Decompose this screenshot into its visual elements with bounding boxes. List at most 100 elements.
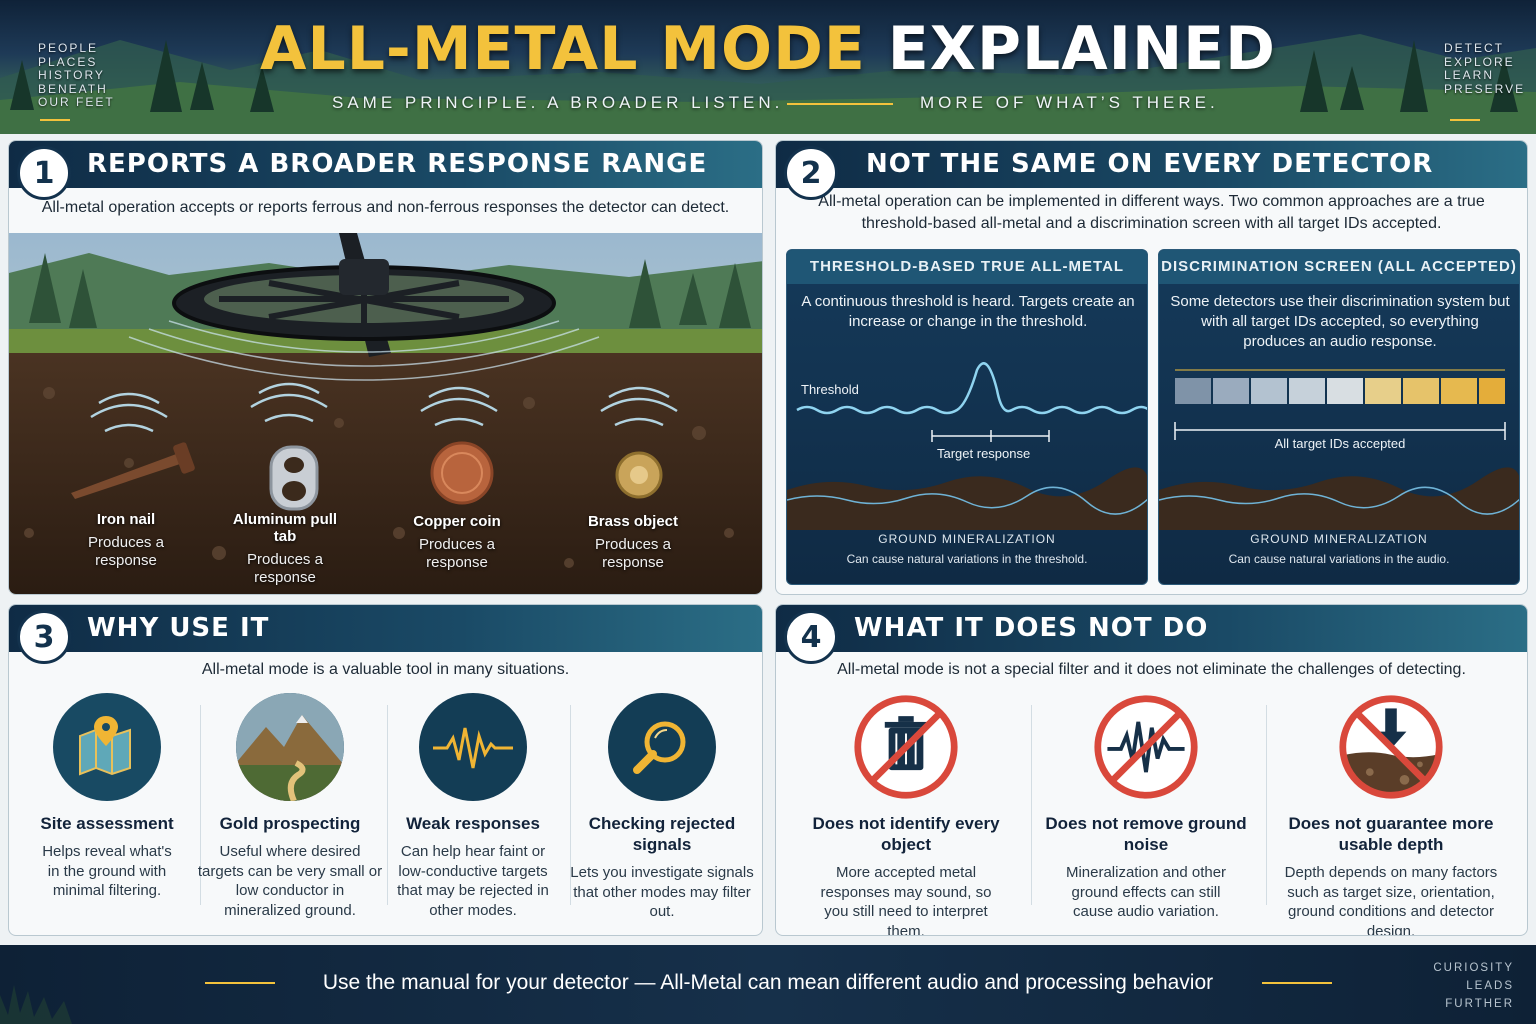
subtitle-divider: [787, 103, 893, 105]
page-title: ALL-METAL MODE EXPLAINED: [0, 14, 1536, 84]
waveform-icon: [419, 693, 527, 801]
mountain-landscape: [0, 34, 1536, 134]
object-name: Aluminum pull tab: [232, 511, 338, 545]
side-word: CURIOSITY: [1433, 962, 1514, 974]
card-discrimination-screen: DISCRIMINATION SCREEN (ALL ACCEPTED) Som…: [1158, 249, 1520, 585]
magnifier-icon: [608, 693, 716, 801]
side-word: HISTORY: [38, 68, 105, 82]
panel-intro: All-metal operation can be implemented i…: [818, 193, 1485, 232]
limit-text: Depth depends on many factors such as ta…: [1284, 864, 1498, 936]
subtitle-left: SAME PRINCIPLE. A BROADER LISTEN.: [332, 93, 784, 112]
all-ids-label: All target IDs accepted: [1274, 436, 1406, 451]
target-id-scale: [1159, 369, 1519, 530]
use-title: Weak responses: [406, 814, 540, 833]
iron-nail-icon: [71, 442, 195, 499]
ground-title: GROUND MINERALIZATION: [878, 532, 1056, 546]
depth-no-icon: [1337, 693, 1445, 801]
panel-title-bar: [776, 605, 1527, 652]
panel-intro: All-metal mode is a valuable tool in man…: [201, 661, 570, 678]
side-word: LEADS FURTHER: [1445, 980, 1514, 1010]
limit-ground-noise: Does not remove ground noise Mineralizat…: [1026, 693, 1266, 922]
side-word: DETECT: [1444, 41, 1504, 55]
column-divider: [570, 705, 571, 905]
target-response-label: Target response: [937, 446, 1031, 461]
use-site-assessment: Site assessment Helps reveal what's in t…: [14, 693, 200, 901]
panel-number: 4: [784, 610, 838, 664]
panel-detector-variants: 2 NOT THE SAME ON EVERY DETECTOR All-met…: [775, 140, 1528, 595]
panel-title: WHY USE IT: [87, 613, 270, 643]
pull-tab-icon: [269, 445, 319, 511]
footer-side-words: CURIOSITY LEADS FURTHER: [1400, 959, 1514, 1013]
use-text: Lets you investigate signals that other …: [570, 864, 754, 920]
footer-divider: [205, 982, 275, 984]
copper-coin-icon: [430, 441, 494, 505]
use-text: Useful where desired targets can be very…: [197, 843, 383, 919]
ground-title: GROUND MINERALIZATION: [1250, 532, 1428, 546]
panel-what-it-does-not-do: 4 WHAT IT DOES NOT DO All-metal mode is …: [775, 604, 1528, 936]
side-word: BENEATH: [38, 81, 108, 96]
object-name: Brass object: [587, 513, 679, 530]
subtitle-right: MORE OF WHAT’S THERE.: [920, 93, 1219, 112]
card-title: THRESHOLD-BASED TRUE ALL-METAL: [787, 250, 1147, 284]
panel-number: 3: [17, 610, 71, 664]
column-divider: [200, 705, 201, 905]
title-white-part: EXPLAINED: [887, 14, 1276, 84]
panel-title: WHAT IT DOES NOT DO: [854, 613, 1209, 643]
object-response: Produces a response: [88, 534, 164, 569]
header-banner: ALL-METAL MODE EXPLAINED SAME PRINCIPLE.…: [0, 0, 1536, 134]
side-accent-bar: [40, 119, 70, 121]
panel-title-bar: [776, 141, 1527, 188]
side-word: PEOPLE: [38, 41, 99, 55]
trash-no-icon: [852, 693, 960, 801]
threshold-label: Threshold: [801, 382, 859, 397]
ground-text: Can cause natural variations in the thre…: [846, 552, 1088, 566]
column-divider: [1266, 705, 1267, 905]
use-weak-responses: Weak responses Can help hear faint or lo…: [380, 693, 566, 920]
footer-banner: Use the manual for your detector — All-M…: [0, 945, 1536, 1024]
grass-silhouette: [0, 985, 72, 1024]
side-word: OUR FEET: [38, 95, 115, 109]
limit-text: More accepted metal responses may sound,…: [820, 864, 992, 936]
use-text: Helps reveal what's in the ground with m…: [42, 843, 172, 899]
panel-title-bar: [9, 141, 762, 188]
limit-depth: Does not guarantee more usable depth Dep…: [1271, 693, 1511, 936]
panel-number: 2: [784, 146, 838, 200]
left-side-words: PEOPLE PLACES HISTORY BENEATH OUR FEET: [38, 41, 115, 110]
side-word: EXPLORE: [1444, 54, 1515, 69]
use-gold-prospecting: Gold prospecting Useful where desired ta…: [197, 693, 383, 920]
object-response: Produces a response: [247, 551, 323, 586]
object-name: Copper coin: [413, 513, 501, 530]
object-response: Produces a response: [419, 536, 495, 571]
side-word: PRESERVE: [1444, 81, 1526, 96]
column-divider: [387, 705, 388, 905]
object-response: Produces a response: [595, 536, 671, 571]
limit-title: Does not guarantee more usable depth: [1288, 814, 1494, 854]
object-pull-tab: Aluminum pull tab Produces a response: [225, 511, 345, 587]
use-rejected-signals: Checking rejected signals Lets you inves…: [569, 693, 755, 922]
threshold-waveform: [787, 362, 1147, 530]
detector-soil-scene: [9, 233, 762, 594]
panel-title-bar: [9, 605, 762, 652]
brass-object-icon: [615, 451, 663, 499]
panel-title: NOT THE SAME ON EVERY DETECTOR: [866, 149, 1434, 179]
use-title: Site assessment: [40, 814, 174, 833]
object-name: Iron nail: [96, 511, 156, 528]
limit-text: Mineralization and other ground effects …: [1065, 864, 1227, 920]
title-gold-part: ALL-METAL MODE: [260, 14, 866, 84]
use-title: Gold prospecting: [219, 814, 361, 833]
limit-title: Does not identify every object: [812, 814, 1000, 854]
footer-divider: [1262, 982, 1332, 984]
object-iron-nail: Iron nail Produces a response: [61, 511, 191, 570]
side-word: LEARN: [1444, 68, 1495, 82]
side-word: PLACES: [38, 54, 98, 69]
footer-text: Use the manual for your detector — All-M…: [322, 971, 1214, 994]
ground-text: Can cause natural variations in the audi…: [1228, 552, 1450, 566]
column-divider: [1031, 705, 1032, 905]
panel-intro: All-metal mode is not a special filter a…: [837, 661, 1466, 678]
object-brass: Brass object Produces a response: [573, 513, 693, 572]
panel-response-range: 1 REPORTS A BROADER RESPONSE RANGE All-m…: [8, 140, 763, 595]
card-text: Some detectors use their discrimination …: [1170, 293, 1510, 350]
panel-number: 1: [17, 146, 71, 200]
panel-why-use-it: 3 WHY USE IT All-metal mode is a valuabl…: [8, 604, 763, 936]
limit-title: Does not remove ground noise: [1045, 814, 1247, 854]
